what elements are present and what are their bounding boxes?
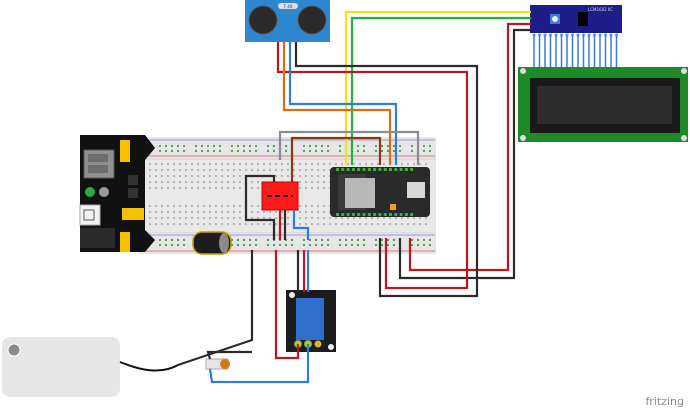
wire-black — [294, 42, 479, 298]
wire-black — [398, 28, 531, 280]
wire-blue — [292, 210, 310, 240]
wire-red — [408, 22, 531, 272]
crystal-label: T 40 — [283, 4, 293, 9]
capacitor — [192, 231, 232, 255]
fritzing-watermark: fritzing — [645, 395, 684, 408]
wire-red — [276, 42, 469, 290]
wire-orange — [282, 42, 392, 165]
nodemcu-esp8266 — [330, 167, 430, 217]
logic-level-converter — [261, 181, 299, 211]
lcd-i2c-backpack: LCM1602 IIC — [530, 5, 622, 69]
wire-blue — [208, 344, 310, 384]
wire-yellow — [344, 10, 531, 165]
wire-black — [206, 350, 252, 360]
diode — [205, 358, 230, 370]
wire-green — [350, 16, 531, 165]
i2c-label: LCM1602 IIC — [588, 7, 613, 12]
led-icon — [85, 187, 95, 197]
wire-black — [177, 250, 254, 367]
ultrasonic-sensor: T 40 — [245, 0, 330, 42]
power-supply-module — [79, 135, 155, 252]
lcd-16x2 — [518, 67, 688, 142]
relay-module — [286, 290, 336, 352]
wire-red — [274, 250, 300, 360]
wire-black — [244, 174, 276, 240]
pump — [2, 337, 120, 397]
wire-gray — [278, 130, 420, 165]
wire-brown — [290, 136, 382, 182]
wire-blue — [288, 42, 398, 165]
